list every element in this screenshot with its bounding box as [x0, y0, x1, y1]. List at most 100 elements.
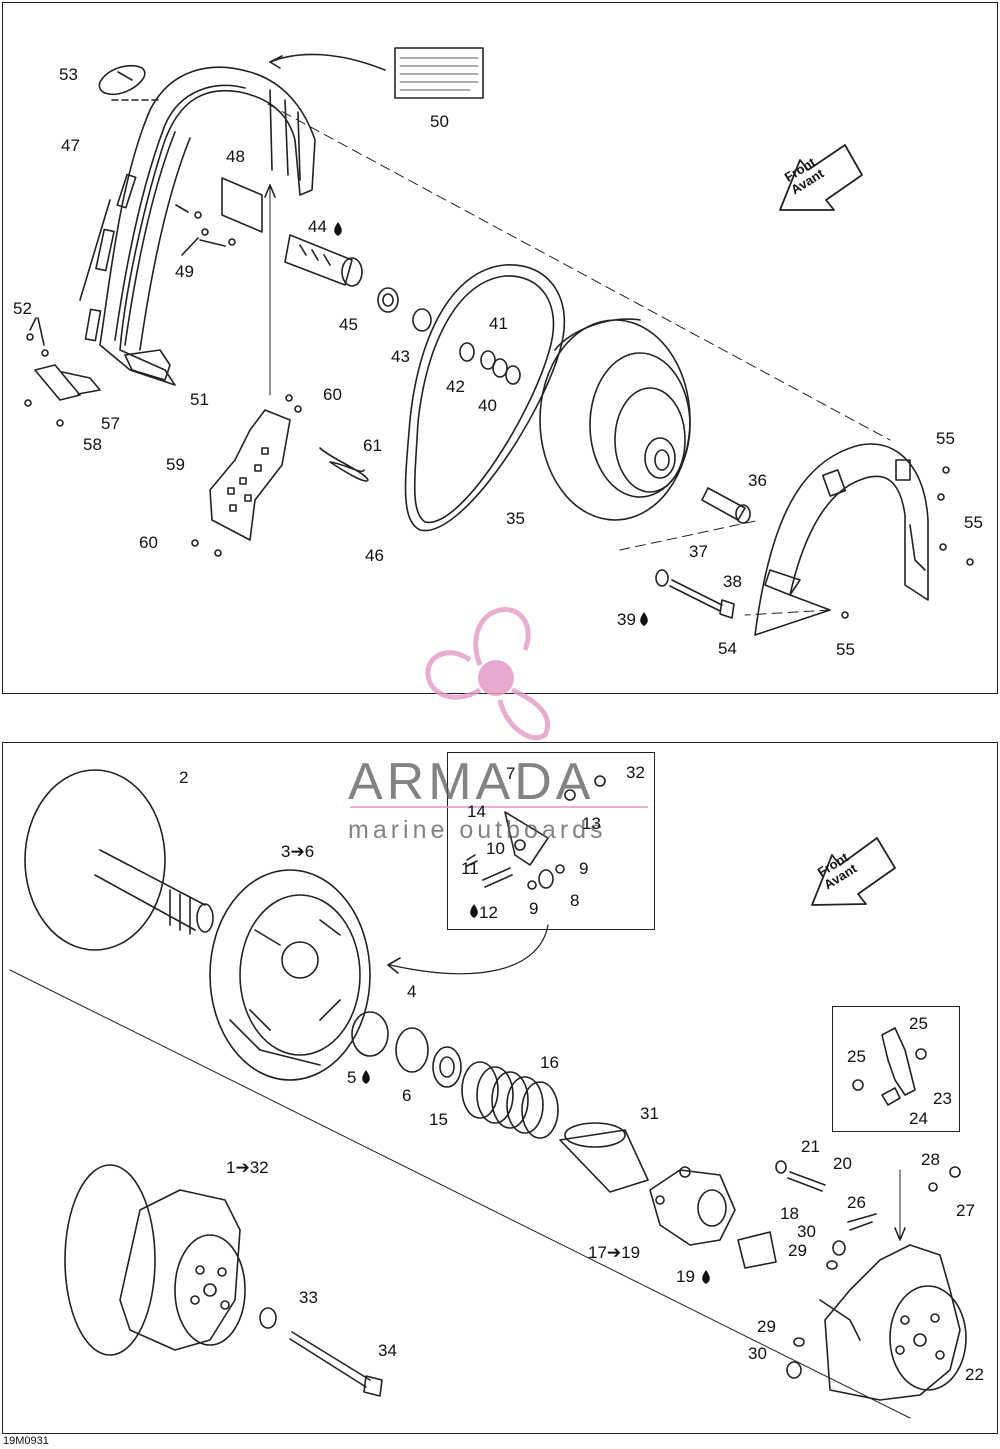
callout-60-top: 60 [323, 385, 342, 404]
belt-cover-part-54 [754, 443, 929, 636]
fixed-sheave-part-2 [24, 769, 214, 951]
shaft-part-44 [284, 234, 353, 286]
callout-49: 49 [175, 262, 194, 281]
callout-15: 15 [429, 1110, 448, 1129]
pad-part-53 [98, 64, 146, 96]
bracket-part-57 [34, 364, 81, 401]
callout-18: 18 [780, 1204, 799, 1223]
callout-59: 59 [166, 455, 185, 474]
washer-part-43 [412, 308, 432, 332]
callout-30-a: 30 [797, 1222, 816, 1241]
clip-part-61 [319, 447, 369, 482]
callout-12: 12 [479, 903, 498, 922]
callout-48: 48 [226, 147, 245, 166]
callout-39: 39 [617, 610, 636, 629]
governor-cup-part-22 [819, 1244, 967, 1401]
callout-9-a: 9 [579, 859, 589, 878]
watermark-propeller [425, 607, 551, 740]
callout-26: 26 [847, 1193, 866, 1212]
callout-29-a: 29 [788, 1241, 807, 1260]
callout-13: 13 [582, 814, 601, 833]
bolt-part-38 [669, 579, 723, 612]
callout-9-b: 9 [529, 899, 539, 918]
callout-8: 8 [570, 891, 580, 910]
callout-17-to-19: 17➔19 [588, 1243, 641, 1262]
inset-box-arm-assembly [447, 752, 655, 930]
callout-47: 47 [61, 136, 80, 155]
sliding-sheave-part-3 [209, 869, 371, 1081]
front-arrow-top [779, 144, 863, 211]
callout-28: 28 [921, 1150, 940, 1169]
callout-41: 41 [489, 314, 508, 333]
drawing-code: 19M0931 [3, 1435, 49, 1447]
sleeve-part-31 [559, 1129, 649, 1193]
callout-1-to-32: 1➔32 [226, 1158, 269, 1177]
plate-part-48 [221, 177, 263, 233]
callout-50: 50 [430, 112, 449, 131]
bushing-part-36 [701, 487, 746, 521]
callout-33: 33 [299, 1288, 318, 1307]
callout-20: 20 [833, 1154, 852, 1173]
callout-21: 21 [801, 1137, 820, 1156]
callout-55-a: 55 [936, 429, 955, 448]
bracket-part-59 [209, 409, 291, 541]
callout-16: 16 [540, 1053, 559, 1072]
callout-7: 7 [506, 764, 516, 783]
callout-23: 23 [933, 1089, 952, 1108]
callout-25-a: 25 [909, 1014, 928, 1033]
callout-4: 4 [407, 982, 417, 1001]
bolt-part-34 [289, 1331, 371, 1388]
watermark-underline [350, 806, 648, 808]
callout-30-b: 30 [748, 1344, 767, 1363]
callout-58: 58 [83, 435, 102, 454]
callout-38: 38 [723, 572, 742, 591]
belt-guard-part-47 [79, 66, 316, 386]
callout-55-c: 55 [836, 640, 855, 659]
watermark-subtitle: marine outboards [348, 816, 607, 844]
callout-54: 54 [718, 639, 737, 658]
callout-51: 51 [190, 390, 209, 409]
callout-22: 22 [965, 1365, 984, 1384]
inset-box-ramp-assembly [832, 1006, 960, 1132]
collar-part-45 [377, 287, 399, 313]
callout-6: 6 [402, 1086, 412, 1105]
bottom-panel-exploded-view [2, 742, 998, 1434]
spring-part-16 [461, 1061, 559, 1139]
callout-42: 42 [446, 377, 465, 396]
warning-label-part-50 [394, 47, 484, 99]
front-arrow-bottom [811, 837, 896, 906]
callout-43: 43 [391, 347, 410, 366]
callout-32-inset: 32 [626, 763, 645, 782]
callout-40: 40 [478, 396, 497, 415]
callout-60-bottom: 60 [139, 533, 158, 552]
callout-36: 36 [748, 471, 767, 490]
callout-19: 19 [676, 1267, 695, 1286]
callout-35: 35 [506, 509, 525, 528]
callout-45: 45 [339, 315, 358, 334]
watermark-name: ARMADA [348, 753, 595, 811]
callout-34: 34 [378, 1341, 397, 1360]
callout-5: 5 [347, 1068, 357, 1087]
callout-14: 14 [467, 802, 486, 821]
callout-37: 37 [689, 542, 708, 561]
callout-25-b: 25 [847, 1047, 866, 1066]
callout-61: 61 [363, 436, 382, 455]
callout-10: 10 [486, 839, 505, 858]
callout-24: 24 [909, 1109, 928, 1128]
drive-belt-part-46 [404, 264, 566, 532]
callout-31: 31 [640, 1104, 659, 1123]
callout-53: 53 [59, 65, 78, 84]
callout-11: 11 [461, 859, 479, 878]
callout-3-to-6: 3➔6 [281, 842, 315, 861]
callout-27: 27 [956, 1201, 975, 1220]
pulley-part-35 [539, 318, 691, 521]
callout-2: 2 [179, 768, 189, 787]
callout-29-b: 29 [757, 1317, 776, 1336]
spider-part-17 [649, 1166, 736, 1246]
callout-52: 52 [13, 299, 32, 318]
drive-pulley-assembly-part-1 [64, 1164, 246, 1356]
callout-57: 57 [101, 414, 120, 433]
callout-46: 46 [365, 546, 384, 565]
bracket-part-51 [124, 349, 171, 381]
